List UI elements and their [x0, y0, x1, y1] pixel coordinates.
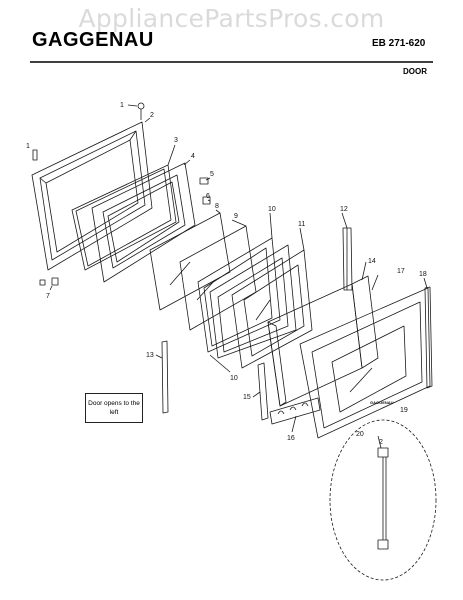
clip-part-6: [202, 196, 211, 205]
glass-part-9: [179, 225, 257, 331]
callout-6: 6: [206, 193, 210, 200]
callout-13: 13: [146, 352, 154, 359]
callout-20: 20: [356, 431, 364, 438]
gasket-part-3: [71, 164, 177, 271]
brand-logo: GAGGENAU: [32, 29, 154, 51]
callout-9: 9: [234, 213, 238, 220]
pin-part-1: [32, 149, 38, 161]
strip-part-18: [424, 286, 433, 389]
door-note: Door opens to the left: [85, 393, 143, 423]
callout-17: 17: [397, 268, 405, 275]
frame-part-10: [197, 237, 297, 359]
trim-part-13: [161, 340, 169, 414]
callout-8: 8: [215, 203, 219, 210]
callout-11: 11: [298, 221, 305, 228]
hinge-part-5: [199, 177, 209, 185]
callout-18: 18: [419, 271, 427, 278]
rail-part-12: [342, 227, 353, 291]
inner-frame: [31, 102, 153, 271]
front-door-part-19: [299, 287, 431, 439]
glass-part-8: [149, 212, 231, 311]
callout-1b: 1: [26, 143, 30, 150]
callout-1: 1: [120, 102, 124, 109]
callout-3: 3: [174, 137, 178, 144]
callout-19: 19: [400, 407, 408, 414]
door-logo: GAGGENAU: [370, 400, 394, 405]
callout-labels: 1 1 2 3 4 5 6 7 8 9 10 10 11 12 13 14 15…: [26, 102, 427, 446]
screw-part-1: [137, 102, 145, 110]
callout-7: 7: [46, 293, 50, 300]
callout-10b: 10: [230, 375, 238, 382]
callout-15: 15: [243, 394, 251, 401]
bracket-part-7: [51, 277, 59, 286]
callout-12: 12: [340, 206, 348, 213]
callout-5: 5: [210, 171, 214, 178]
glass-frame-part-4: [91, 162, 196, 283]
callout-14: 14: [368, 258, 376, 265]
callout-2: 2: [150, 112, 154, 119]
watermark: AppliancePartsPros.com: [78, 4, 385, 33]
detail-circle-part-20: [329, 419, 437, 581]
callout-10: 10: [268, 206, 276, 213]
callout-4: 4: [191, 153, 195, 160]
profile-part-16: [269, 397, 321, 425]
model-number: EB 271-620: [372, 38, 426, 49]
strip-part-15: [257, 362, 269, 421]
frame-part-11: [231, 249, 313, 369]
callout-16: 16: [287, 435, 295, 442]
door-panel-part-14: [267, 275, 379, 407]
callout-2b: 2: [379, 439, 383, 446]
section-title: DOOR: [403, 67, 427, 76]
